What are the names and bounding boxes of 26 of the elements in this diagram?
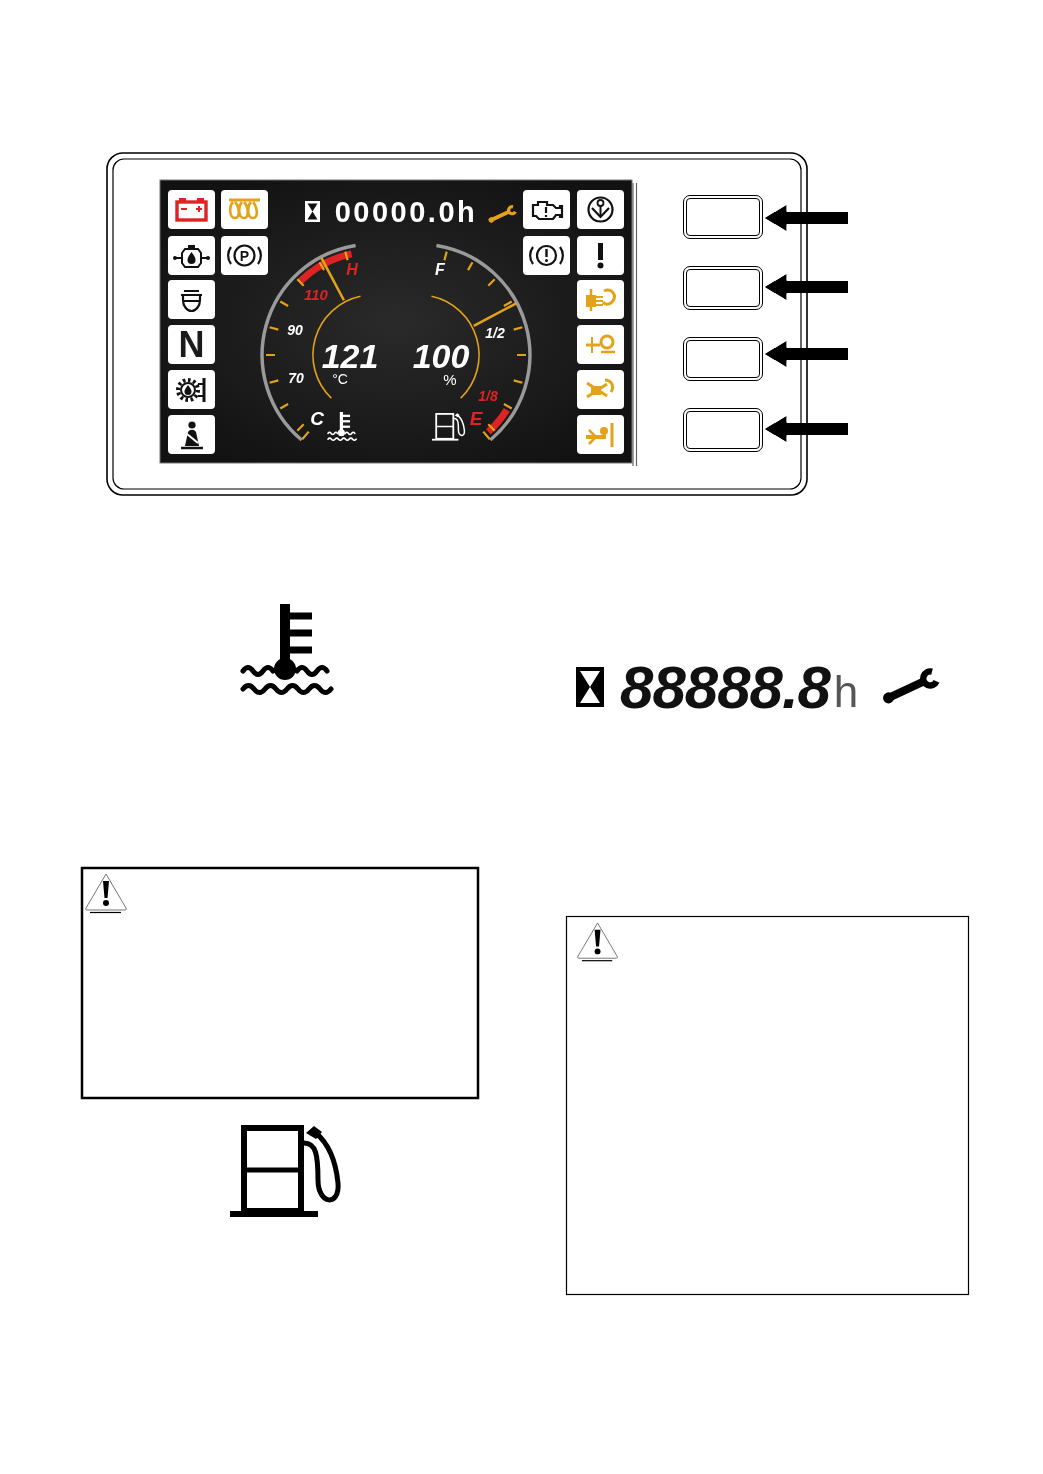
scale-label: E	[469, 408, 483, 428]
arrow	[765, 204, 848, 232]
scale-label: H	[346, 262, 358, 278]
key-button	[683, 408, 763, 452]
scale-label: 110	[304, 286, 328, 302]
arrow	[765, 415, 848, 443]
gauge-value: 100	[412, 339, 470, 373]
unit-label: °C	[332, 372, 348, 386]
key-button	[683, 266, 763, 310]
key-button	[683, 337, 763, 381]
neutral-indicator: N	[168, 325, 215, 364]
scale-label: 1/8	[478, 389, 498, 403]
key-button	[683, 195, 763, 239]
scale-label: 90	[287, 323, 303, 337]
unit-label: %	[443, 371, 457, 387]
arrow	[765, 340, 848, 368]
icon-letter: P	[239, 248, 250, 263]
unit-label: h	[833, 670, 859, 714]
scale-label: 70	[288, 371, 304, 385]
hour-meter-reading: 00000.0h	[334, 197, 478, 227]
scale-label: F	[435, 262, 445, 278]
hour-meter-digits: 88888.8	[620, 658, 830, 718]
gauge-value: 121	[321, 339, 379, 373]
scale-label: C	[310, 408, 324, 428]
scale-label: 1/2	[485, 326, 505, 340]
arrow	[765, 273, 848, 301]
